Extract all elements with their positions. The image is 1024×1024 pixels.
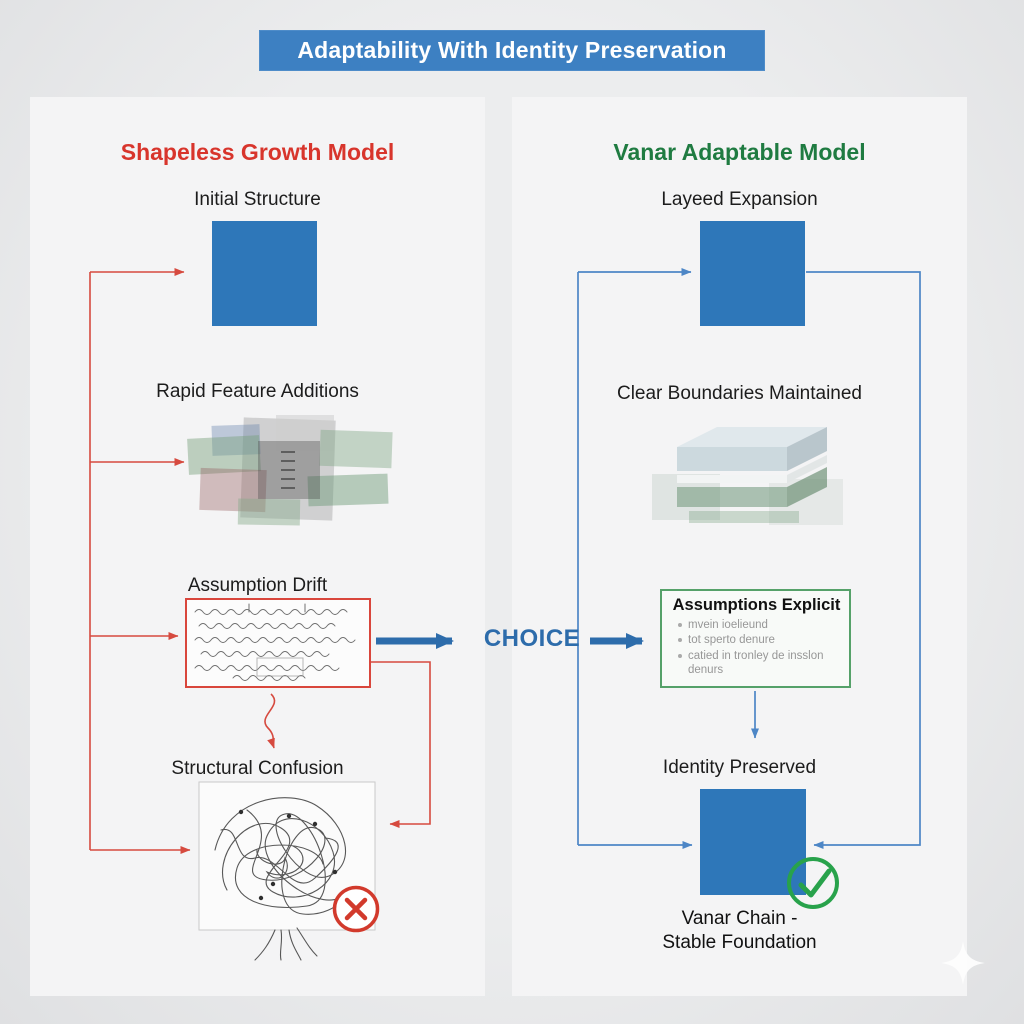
layered-boxes-illustration [647, 419, 847, 539]
scribble-text-illustration [194, 603, 356, 681]
bullet-dot [678, 623, 682, 627]
feature-cluster-illustration [180, 415, 405, 537]
assumption-bullet: catied in tronley de insslon denurs [676, 649, 836, 678]
shapeless-growth-panel: Shapeless Growth Model Initial Structure… [30, 97, 485, 996]
assumption-bullet: mvein ioelieund [676, 618, 836, 632]
sparkle-icon [939, 939, 987, 987]
bullet-dot [678, 638, 682, 643]
footer-line-1: Vanar Chain - [681, 908, 798, 929]
assumptions-bullet-list: mvein ioelieund tot sperto denure catied… [672, 618, 836, 678]
feature-text-marks [281, 451, 295, 495]
feature-rect [237, 498, 301, 526]
assumption-bullet: tot sperto denure [676, 633, 836, 647]
initial-structure-label: Initial Structure [194, 189, 321, 210]
feature-rect [276, 415, 334, 451]
clear-boundaries-label: Clear Boundaries Maintained [616, 383, 863, 404]
assumptions-explicit-box: Assumptions Explicit mvein ioelieund tot… [660, 589, 851, 688]
feature-rect [319, 429, 393, 469]
right-panel-heading: Vanar Adaptable Model [613, 139, 866, 165]
page-title: Adaptability With Identity Preservation [297, 37, 727, 63]
check-icon [784, 854, 842, 912]
bullet-dot [678, 653, 682, 658]
vanar-adaptable-panel: Vanar Adaptable Model Layeed Expansion C… [512, 97, 967, 996]
assumptions-title: Assumptions Explicit [672, 596, 841, 614]
assumption-drift-label: Assumption Drift [187, 575, 328, 596]
title-banner: Adaptability With Identity Preservation [259, 30, 765, 71]
error-x-icon [330, 883, 382, 935]
left-panel-heading: Shapeless Growth Model [120, 139, 395, 165]
scribble-inner-box [256, 657, 304, 677]
layered-expansion-label: Layeed Expansion [661, 189, 818, 210]
footer-caption: Vanar Chain - Stable Foundation [512, 907, 967, 955]
layered-expansion-square [700, 221, 805, 326]
choice-label: CHOICE [483, 625, 581, 652]
structural-confusion-label: Structural Confusion [171, 758, 344, 779]
identity-preserved-label: Identity Preserved [662, 757, 817, 778]
rapid-features-label: Rapid Feature Additions [156, 381, 359, 402]
assumption-drift-box [185, 598, 371, 688]
initial-structure-square [212, 221, 317, 326]
footer-line-2: Stable Foundation [662, 932, 817, 953]
